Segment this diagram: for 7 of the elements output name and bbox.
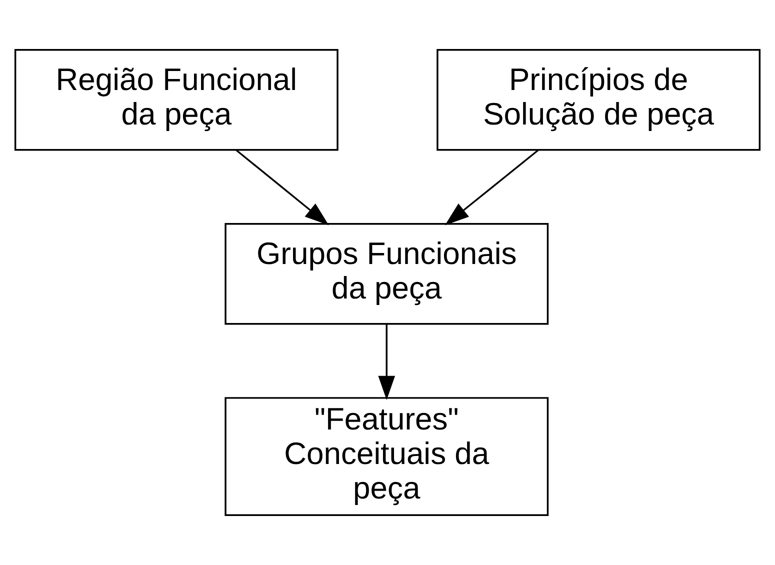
- node-box: Região Funcional da peça: [14, 49, 338, 151]
- node-box: "Features" Conceituais da peça: [224, 397, 549, 516]
- node-box: Grupos Funcionais da peça: [224, 223, 549, 325]
- node-box: Princípios de Solução de peça: [436, 49, 761, 151]
- arrow: [236, 149, 329, 226]
- arrow: [378, 324, 396, 400]
- arrow: [444, 149, 539, 226]
